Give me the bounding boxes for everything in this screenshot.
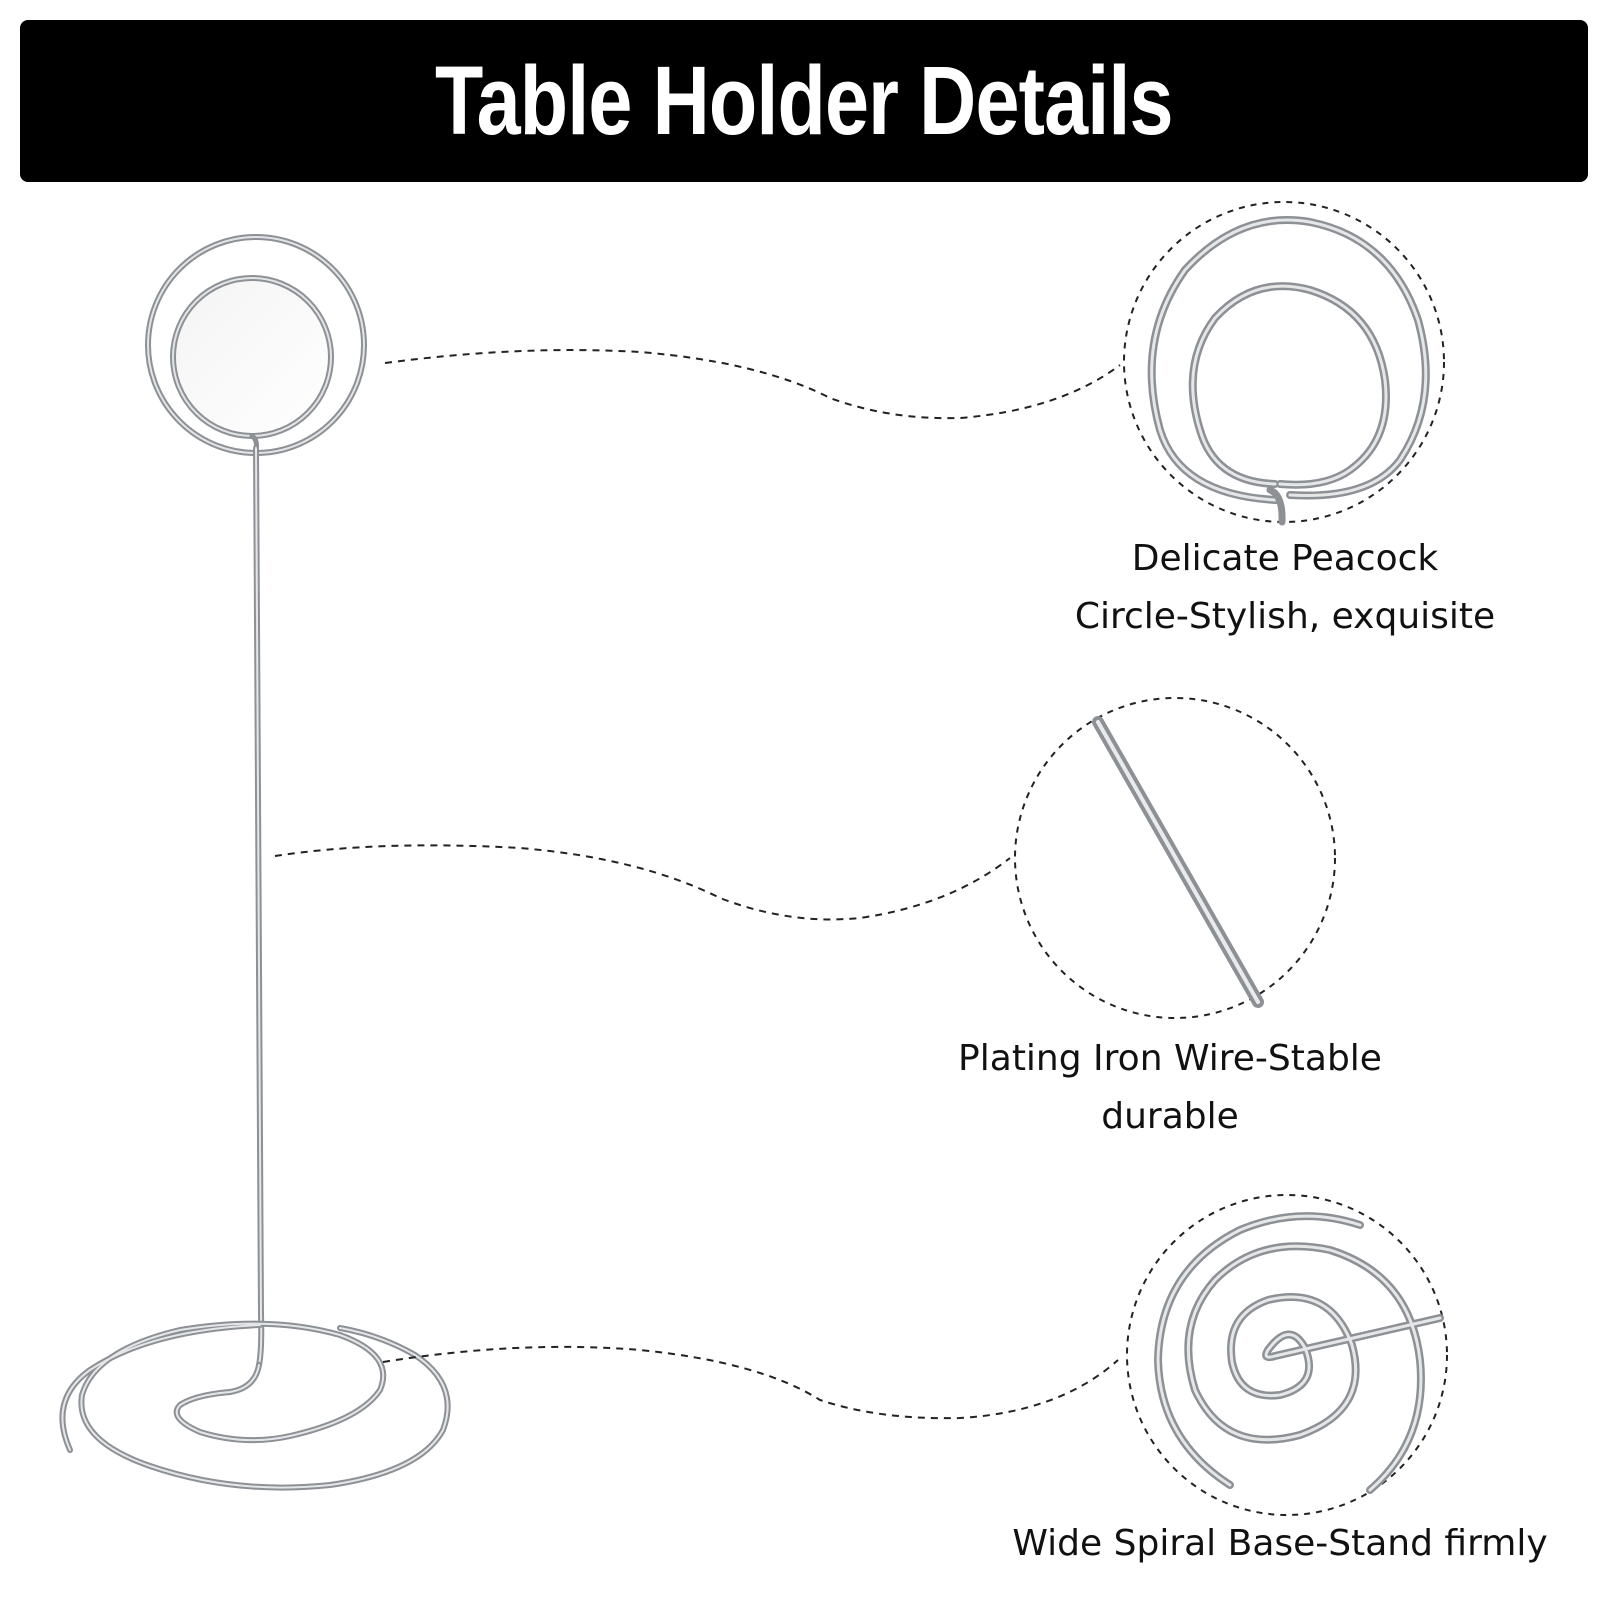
page-title: Table Holder Details	[435, 46, 1173, 155]
connector-ring	[384, 349, 1121, 420]
caption-wire-line2: durable	[1101, 1096, 1239, 1137]
connector-lines	[274, 349, 1121, 1420]
table-holder	[59, 234, 451, 1491]
detail-circle-wire	[1014, 697, 1336, 1019]
caption-spiral-line1: Wide Spiral Base-Stand firmly	[1012, 1523, 1548, 1564]
top-ring	[145, 234, 367, 456]
caption-ring: Delicate Peacock Circle-Stylish, exquisi…	[1060, 530, 1510, 646]
caption-wire-line1: Plating Iron Wire-Stable	[958, 1038, 1382, 1079]
caption-ring-line2: Circle-Stylish, exquisite	[1074, 596, 1496, 637]
wire-stem	[253, 445, 265, 1368]
detail-circle-ring	[1123, 201, 1445, 526]
caption-spiral: Wide Spiral Base-Stand firmly	[1000, 1515, 1560, 1573]
spiral-base	[59, 1320, 451, 1491]
caption-wire: Plating Iron Wire-Stable durable	[930, 1030, 1410, 1146]
detail-circle-spiral	[1126, 1194, 1448, 1516]
connector-base	[382, 1345, 1119, 1420]
connector-stem	[274, 844, 1011, 921]
title-banner: Table Holder Details	[20, 20, 1588, 182]
caption-ring-line1: Delicate Peacock	[1131, 538, 1439, 579]
